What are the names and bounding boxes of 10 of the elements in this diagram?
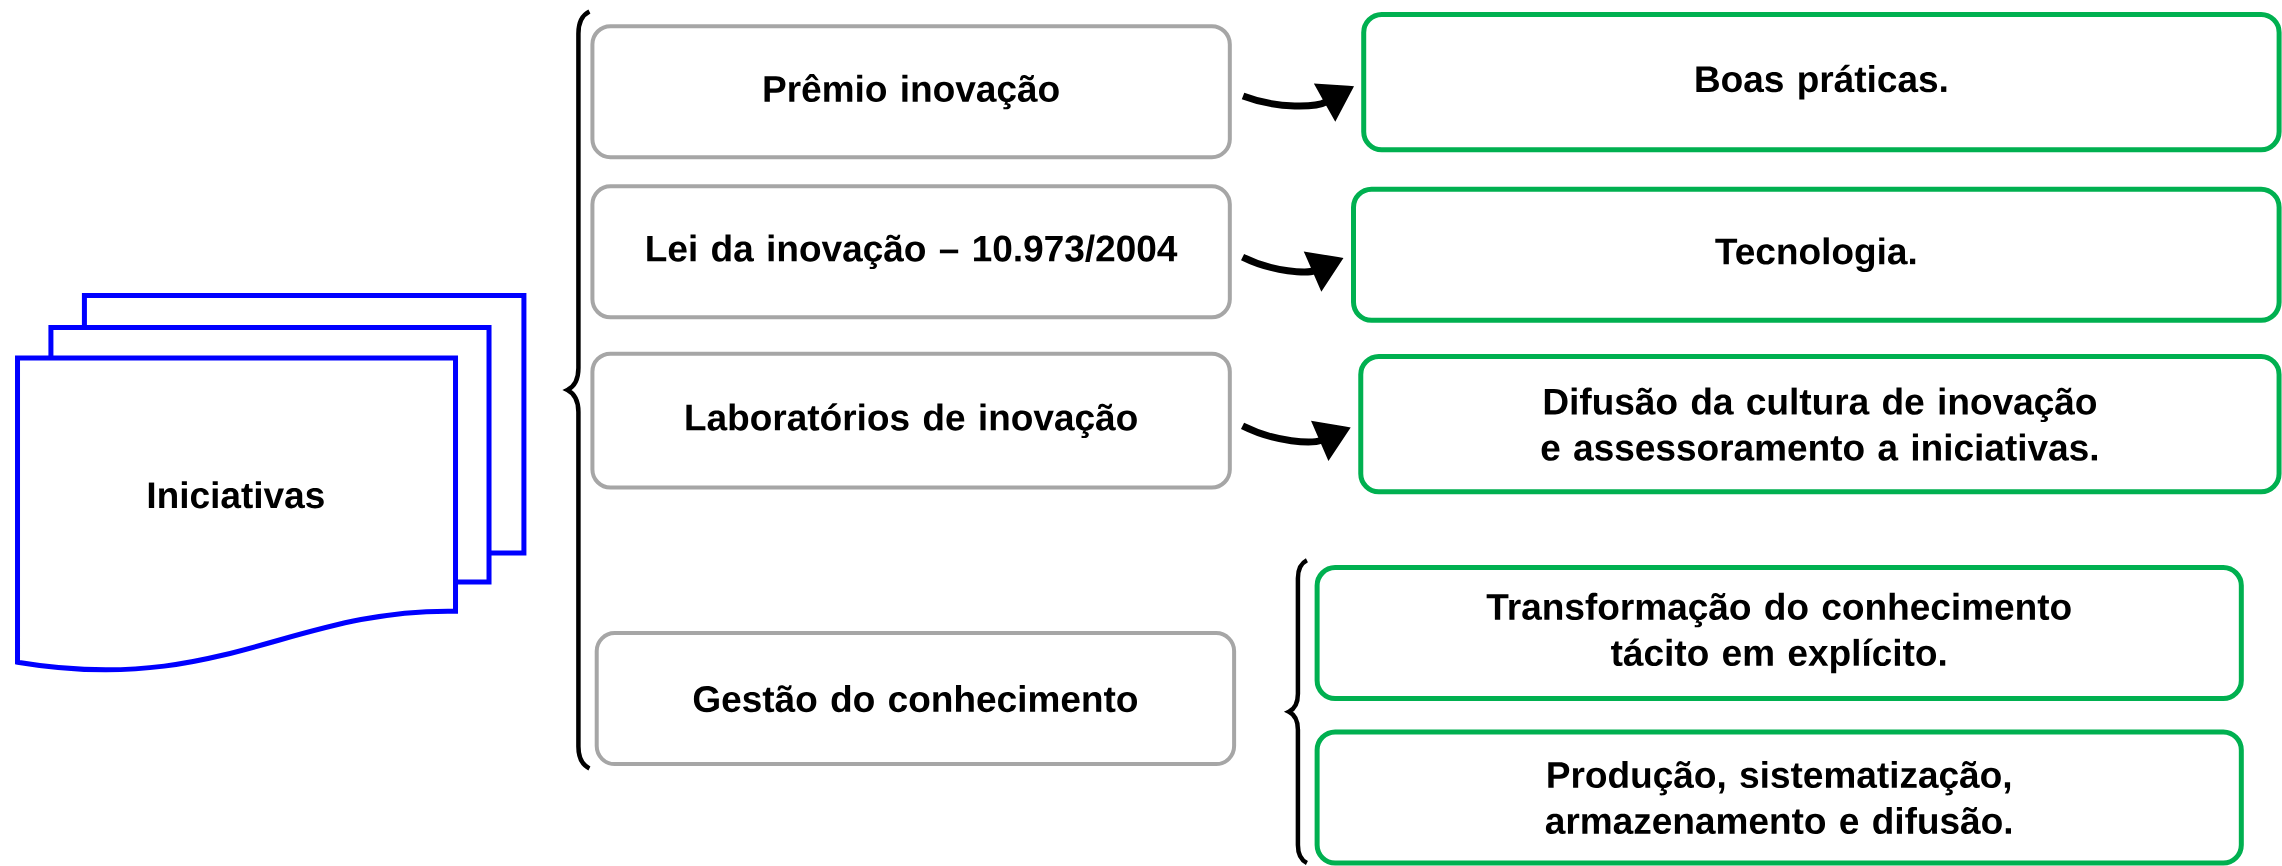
outcome-box: Boas práticas. bbox=[1361, 12, 2282, 153]
outcome-box: Tecnologia. bbox=[1351, 186, 2282, 323]
document-stack: Iniciativas bbox=[15, 292, 527, 673]
initiative-box: Gestão do conhecimento bbox=[594, 631, 1237, 767]
outcome-box: Difusão da cultura de inovação e assessoramento a iniciativas. bbox=[1358, 354, 2282, 495]
initiative-box: Prêmio inovação bbox=[590, 24, 1232, 160]
outcome-box: Produção, sistematização, armazenamento e difusão. bbox=[1314, 729, 2244, 866]
initiative-box: Laboratórios de inovação bbox=[590, 351, 1232, 490]
initiative-box: Lei da inovação – 10.973/2004 bbox=[590, 184, 1232, 320]
outcome-box: Transformação do conhecimento tácito em explícito. bbox=[1314, 565, 2244, 702]
